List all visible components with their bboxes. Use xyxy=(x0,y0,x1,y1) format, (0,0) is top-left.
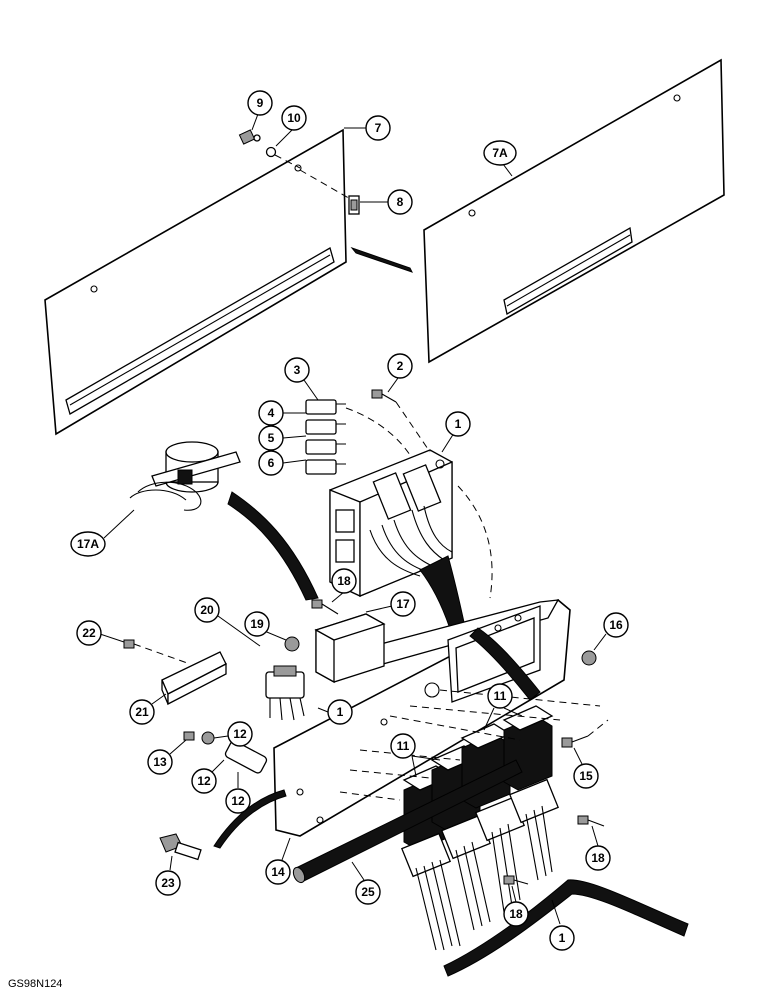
svg-text:23: 23 xyxy=(161,876,175,890)
flasher-12 xyxy=(183,731,287,849)
callout-22: 22 xyxy=(76,620,125,646)
callout-20: 20 xyxy=(194,597,261,647)
buzzer-harness xyxy=(227,491,319,601)
callout-1-mid: 1 xyxy=(317,699,353,725)
callout-7a: 7A xyxy=(483,140,517,177)
screw-18-right xyxy=(577,815,605,827)
svg-text:15: 15 xyxy=(579,769,593,783)
nut-19 xyxy=(284,636,300,652)
svg-text:7A: 7A xyxy=(492,146,508,160)
svg-text:8: 8 xyxy=(397,195,404,209)
screw-2 xyxy=(371,389,397,403)
svg-text:25: 25 xyxy=(361,885,375,899)
callout-17a: 17A xyxy=(70,509,135,557)
screw-18-upper xyxy=(311,599,339,615)
svg-text:20: 20 xyxy=(200,603,214,617)
svg-text:13: 13 xyxy=(153,755,167,769)
washer-10 xyxy=(265,146,277,158)
screw-9 xyxy=(238,129,261,145)
bolt-23 xyxy=(159,833,202,861)
cover-panel-left xyxy=(44,128,347,436)
callout-6: 6 xyxy=(258,450,307,476)
svg-text:5: 5 xyxy=(268,431,275,445)
callout-7: 7 xyxy=(344,115,391,141)
relay-17 xyxy=(314,613,386,684)
svg-text:1: 1 xyxy=(337,705,344,719)
callout-1-bottom: 1 xyxy=(549,899,575,951)
nut-16 xyxy=(581,650,597,666)
svg-text:12: 12 xyxy=(233,727,247,741)
svg-text:17A: 17A xyxy=(77,537,99,551)
callout-4: 4 xyxy=(258,400,306,426)
bracket-21 xyxy=(161,651,227,706)
svg-text:22: 22 xyxy=(82,626,96,640)
clip-8 xyxy=(348,195,360,215)
callout-2: 2 xyxy=(387,353,413,393)
cover-panel-right xyxy=(423,58,725,364)
screw-22 xyxy=(123,639,191,665)
relay-bank xyxy=(400,705,560,951)
screw-18-bottom xyxy=(503,875,529,885)
svg-text:18: 18 xyxy=(337,574,351,588)
callout-17: 17 xyxy=(365,591,416,617)
svg-text:6: 6 xyxy=(268,456,275,470)
callout-15: 15 xyxy=(573,747,599,789)
callout-10: 10 xyxy=(275,105,307,147)
callout-12-c: 12 xyxy=(225,772,251,814)
callout-25: 25 xyxy=(351,861,381,905)
callout-3: 3 xyxy=(284,357,319,401)
callout-21: 21 xyxy=(129,693,167,725)
callout-12-b: 12 xyxy=(191,759,225,794)
callout-16: 16 xyxy=(593,612,629,651)
svg-text:11: 11 xyxy=(397,739,410,753)
svg-text:18: 18 xyxy=(509,907,523,921)
svg-text:14: 14 xyxy=(271,865,285,879)
callout-1-top: 1 xyxy=(441,411,471,453)
connector-20 xyxy=(265,665,305,721)
upper-harness xyxy=(469,627,541,701)
panel-joint-line xyxy=(350,246,413,273)
svg-text:11: 11 xyxy=(494,689,507,703)
svg-text:19: 19 xyxy=(250,617,264,631)
callout-9: 9 xyxy=(247,90,273,131)
callout-13: 13 xyxy=(147,739,187,775)
callout-8: 8 xyxy=(360,189,413,215)
main-harness-bottom xyxy=(443,879,689,977)
callout-5: 5 xyxy=(258,425,307,451)
fuse-stack xyxy=(305,399,346,475)
callout-19: 19 xyxy=(244,611,287,641)
svg-text:10: 10 xyxy=(287,111,301,125)
svg-text:3: 3 xyxy=(294,363,301,377)
figure-id: GS98N124 xyxy=(8,978,63,990)
svg-text:4: 4 xyxy=(268,406,275,420)
callout-18-bottom: 18 xyxy=(503,885,529,927)
callout-14: 14 xyxy=(265,837,291,885)
callout-18-right: 18 xyxy=(585,825,611,871)
svg-text:7: 7 xyxy=(375,121,382,135)
svg-text:9: 9 xyxy=(257,96,264,110)
callout-18-upper: 18 xyxy=(331,568,357,603)
buzzer-17a xyxy=(129,441,241,511)
svg-text:1: 1 xyxy=(559,931,566,945)
svg-text:2: 2 xyxy=(397,359,404,373)
callout-11-top: 11 xyxy=(483,683,523,731)
svg-text:21: 21 xyxy=(135,705,149,719)
svg-text:12: 12 xyxy=(197,774,211,788)
svg-text:18: 18 xyxy=(591,851,605,865)
callout-12-a: 12 xyxy=(213,721,253,747)
svg-text:16: 16 xyxy=(609,618,623,632)
screw-15 xyxy=(561,719,609,748)
callout-11-left: 11 xyxy=(390,733,441,777)
callout-23: 23 xyxy=(155,855,181,896)
svg-text:1: 1 xyxy=(455,417,462,431)
svg-text:12: 12 xyxy=(231,794,245,808)
svg-text:17: 17 xyxy=(396,597,410,611)
